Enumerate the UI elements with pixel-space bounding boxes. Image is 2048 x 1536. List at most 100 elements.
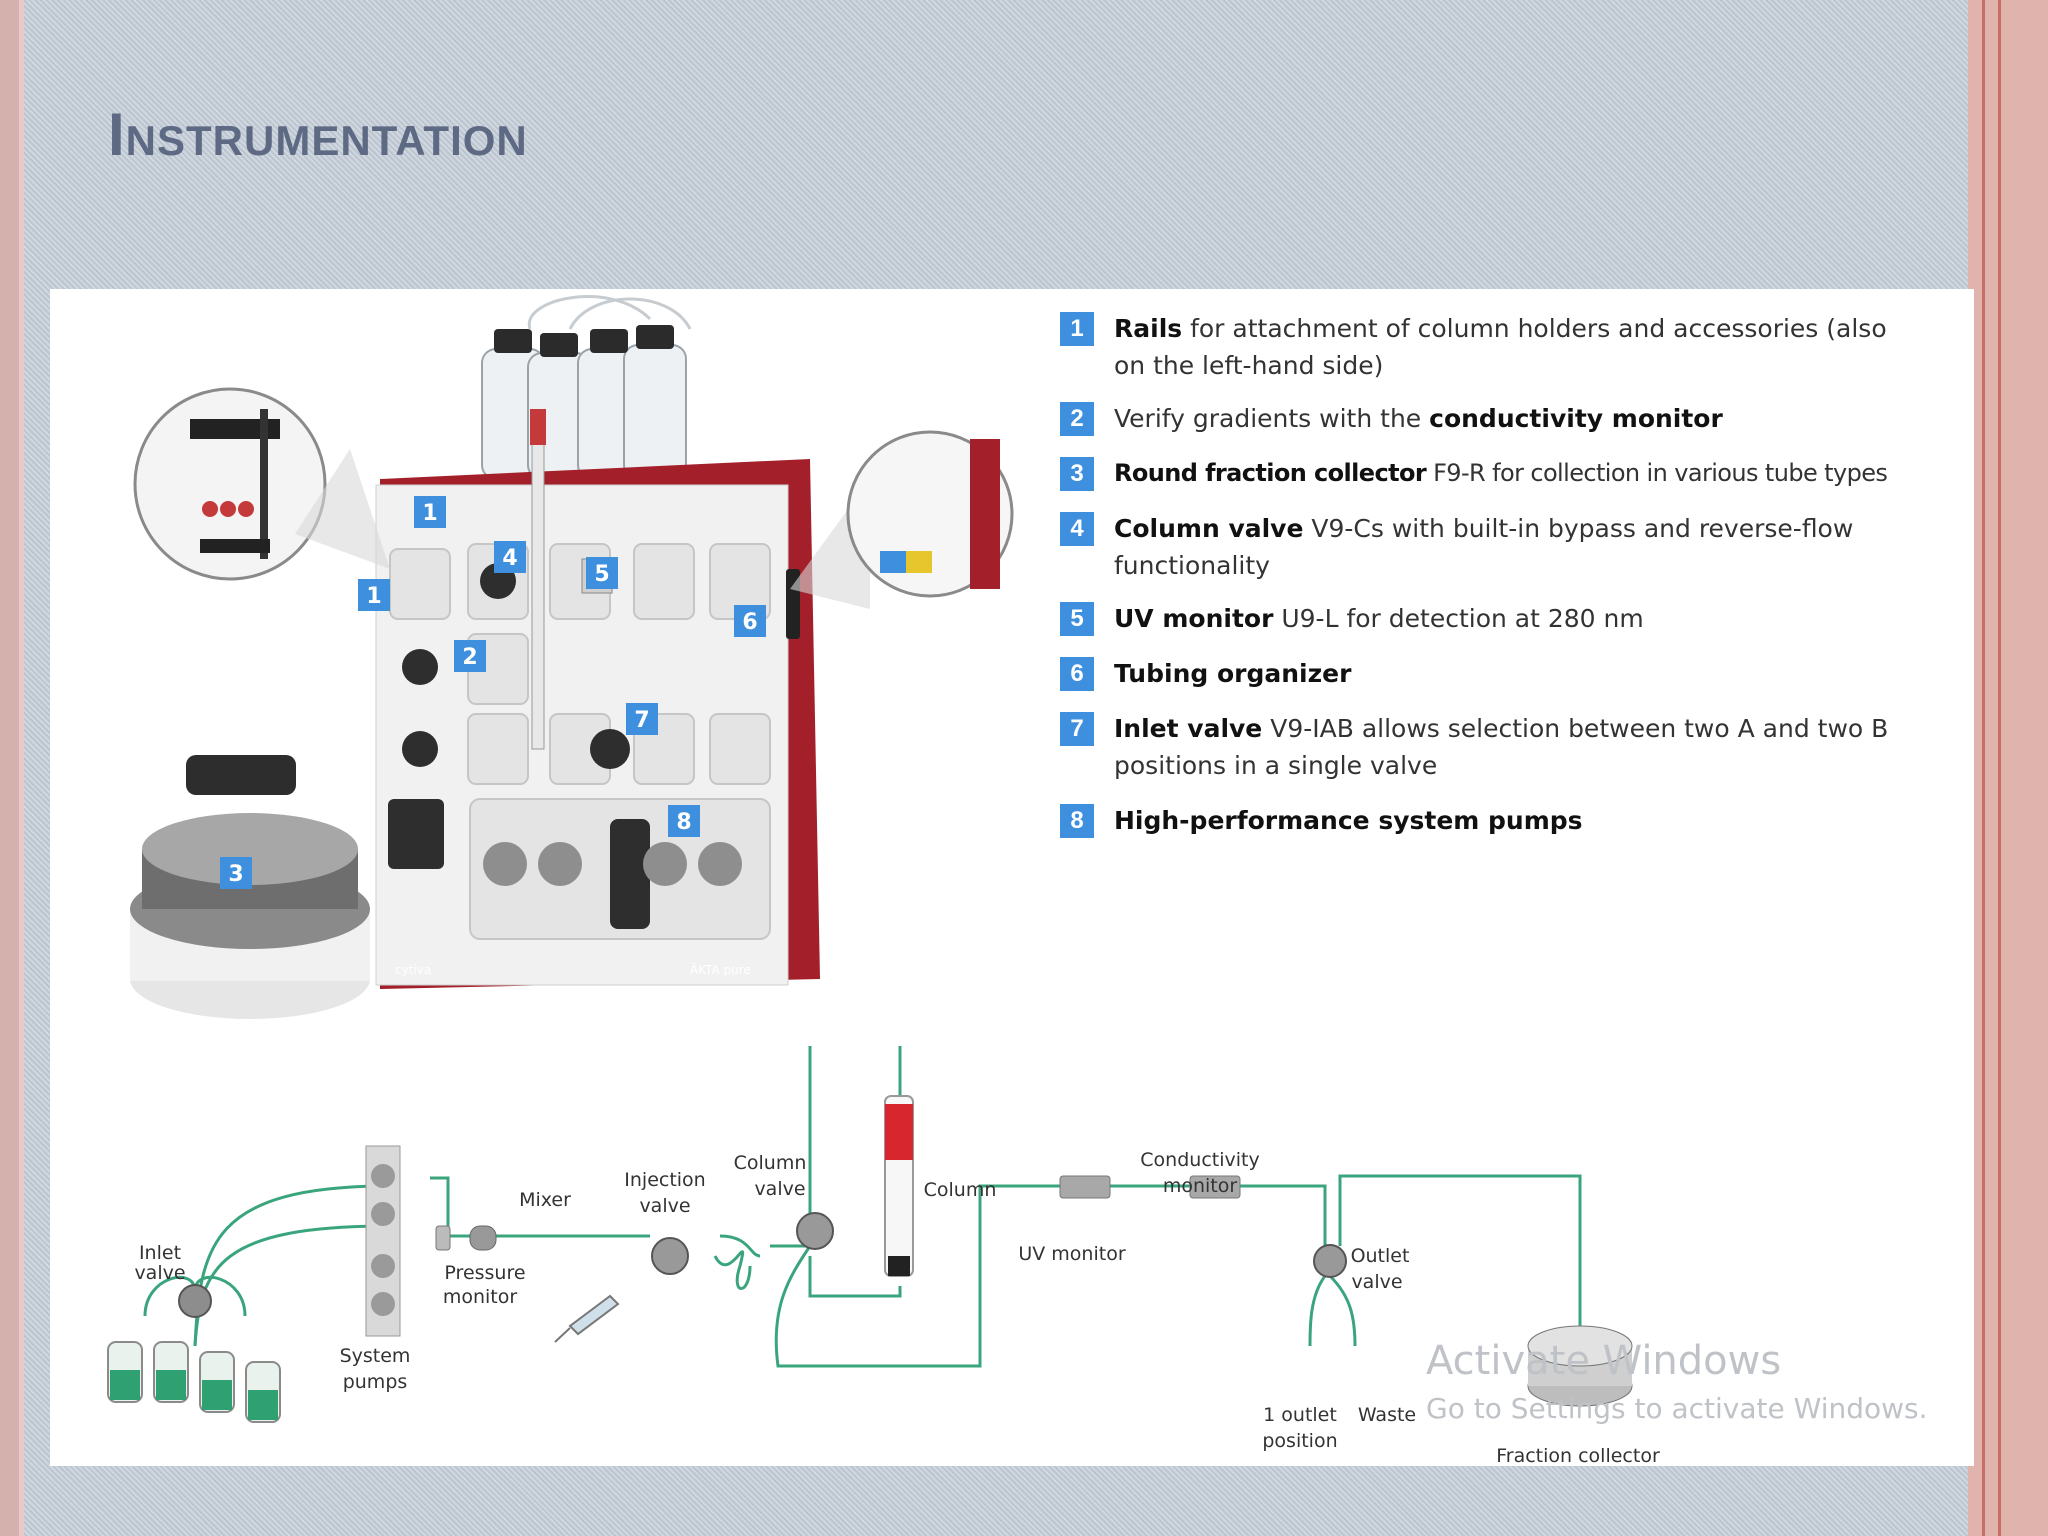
label-injection-valve: valve <box>639 1195 690 1217</box>
marker-3 <box>220 857 252 889</box>
conductivity-monitor-symbol <box>1189 1175 1241 1199</box>
legend-desc: Verify gradients with the <box>1114 404 1430 433</box>
legend-bold: Rails <box>1114 314 1183 343</box>
marker-4 <box>494 541 526 573</box>
label-waste: Waste <box>1358 1404 1416 1426</box>
legend-badge: 5 <box>1060 602 1094 636</box>
legend-item-2: 2 Verify gradients with the conductivity… <box>1060 400 1894 437</box>
legend-text: Rails for attachment of column holders a… <box>1114 310 1894 384</box>
legend-desc: V9-IAB allows selection between two A an… <box>1114 714 1889 780</box>
pressure-monitor-symbol <box>435 1225 451 1251</box>
marker-8-label: 8 <box>676 810 691 835</box>
label-pressure-monitor: Pressure <box>444 1262 525 1284</box>
legend-desc: U9-L for detection at 280 nm <box>1273 604 1644 633</box>
legend-item-3: 3 Round fraction collector F9-R for coll… <box>1060 455 1894 492</box>
label-mixer: Mixer <box>519 1189 571 1211</box>
marker-2-label: 2 <box>462 645 477 670</box>
uv-monitor-symbol <box>1059 1175 1111 1199</box>
marker-1-label: 1 <box>422 501 437 526</box>
label-outlet-valve: valve <box>1351 1271 1402 1293</box>
label-column-valve: valve <box>754 1178 805 1200</box>
legend-item-4: 4 Column valve V9-Cs with built-in bypas… <box>1060 510 1894 584</box>
legend-text: Tubing organizer <box>1114 655 1894 692</box>
legend-text: Verify gradients with the conductivity m… <box>1114 400 1894 437</box>
label-conductivity-monitor: monitor <box>1163 1175 1238 1197</box>
marker-7-label: 7 <box>634 708 649 733</box>
label-fraction-collector: Fraction collector <box>1496 1445 1660 1466</box>
label-column-valve: Column <box>734 1152 807 1174</box>
border-line <box>1998 0 2001 1536</box>
injection-valve-symbol <box>651 1237 689 1275</box>
legend-bold: conductivity monitor <box>1429 404 1723 433</box>
marker-1 <box>414 496 446 528</box>
marker-1-label: 1 <box>366 584 381 609</box>
legend-item-7: 7 Inlet valve V9-IAB allows selection be… <box>1060 710 1894 784</box>
legend-text: Round fraction collector F9-R for collec… <box>1114 455 1894 492</box>
buffer-bottles <box>481 344 687 480</box>
marker-5 <box>586 557 618 589</box>
marker-6 <box>734 605 766 637</box>
fraction-collector-symbol <box>1527 1325 1633 1407</box>
border-line <box>1982 0 1985 1536</box>
fraction-collector-photo <box>130 755 370 1019</box>
label-uv-monitor: UV monitor <box>1018 1243 1125 1265</box>
instrument-photo: cytiva ÄKTA pure <box>130 295 1014 1019</box>
legend-bold: Tubing organizer <box>1114 659 1352 688</box>
legend-badge: 2 <box>1060 402 1094 436</box>
label-outlet-position: 1 outlet <box>1263 1404 1337 1426</box>
legend-item-1: 1 Rails for attachment of column holders… <box>1060 310 1894 384</box>
label-inlet-valve: valve <box>134 1262 185 1284</box>
legend-text: Column valve V9-Cs with built-in bypass … <box>1114 510 1894 584</box>
marker-5-label: 5 <box>594 562 609 587</box>
legend-text: Inlet valve V9-IAB allows selection betw… <box>1114 710 1894 784</box>
label-conductivity-monitor: Conductivity <box>1140 1149 1259 1171</box>
legend-badge: 4 <box>1060 512 1094 546</box>
syringe-symbol <box>554 1294 620 1343</box>
slide-title: Instrumentation <box>108 101 528 168</box>
left-border-stripe <box>0 0 24 1536</box>
rails-callout <box>133 387 390 581</box>
legend-item-5: 5 UV monitor U9-L for detection at 280 n… <box>1060 600 1894 637</box>
legend-badge: 1 <box>1060 312 1094 346</box>
label-system-pumps: System <box>340 1345 411 1367</box>
legend-bold: Inlet valve <box>1114 714 1263 743</box>
label-injection-valve: Injection <box>624 1169 705 1191</box>
mixer-symbol <box>469 1225 497 1251</box>
legend-badge: 7 <box>1060 712 1094 746</box>
label-system-pumps: pumps <box>343 1371 408 1393</box>
activation-watermark-title: Activate Windows <box>1426 1338 1782 1384</box>
inlet-bottles <box>107 1341 281 1423</box>
right-border-band <box>1968 0 2048 1536</box>
flow-schematic: Inlet valve System pumps Pressure monito… <box>107 1046 1660 1466</box>
outlet-valve-symbol <box>1313 1244 1347 1278</box>
legend-bold: High-performance system pumps <box>1114 806 1583 835</box>
label-column: Column <box>924 1179 997 1201</box>
legend-badge: 8 <box>1060 804 1094 838</box>
legend-desc: V9-Cs with built-in bypass and reverse-f… <box>1114 514 1854 580</box>
marker-3-label: 3 <box>228 862 243 887</box>
legend-badge: 6 <box>1060 657 1094 691</box>
photo-markers: 1 1 2 3 4 5 6 7 8 <box>220 496 766 889</box>
legend-desc: for attachment of column holders and acc… <box>1114 314 1887 380</box>
brand-right: ÄKTA pure <box>690 962 751 977</box>
legend-text: High-performance system pumps <box>1114 802 1894 839</box>
brand-left: cytiva <box>395 963 431 977</box>
inlet-valve-symbol <box>178 1284 212 1318</box>
activation-watermark-subtitle: Go to Settings to activate Windows. <box>1426 1392 1928 1425</box>
legend-desc: F9-R for collection in various tube type… <box>1426 459 1888 487</box>
marker-4-label: 4 <box>502 546 517 571</box>
tubing-organizer-callout <box>790 430 1014 609</box>
marker-1 <box>358 579 390 611</box>
legend-bold: Round fraction collector <box>1114 459 1427 487</box>
marker-6-label: 6 <box>742 610 757 635</box>
legend-bold: Column valve <box>1114 514 1304 543</box>
label-pressure-monitor: monitor <box>443 1286 518 1308</box>
label-outlet-valve: Outlet <box>1351 1245 1410 1267</box>
content-panel: cytiva ÄKTA pure <box>50 289 1974 1466</box>
legend-item-6: 6 Tubing organizer <box>1060 655 1894 692</box>
marker-2 <box>454 640 486 672</box>
legend-bold: UV monitor <box>1114 604 1274 633</box>
legend-badge: 3 <box>1060 457 1094 491</box>
label-inlet-valve: Inlet <box>139 1242 181 1264</box>
legend-text: UV monitor U9-L for detection at 280 nm <box>1114 600 1894 637</box>
